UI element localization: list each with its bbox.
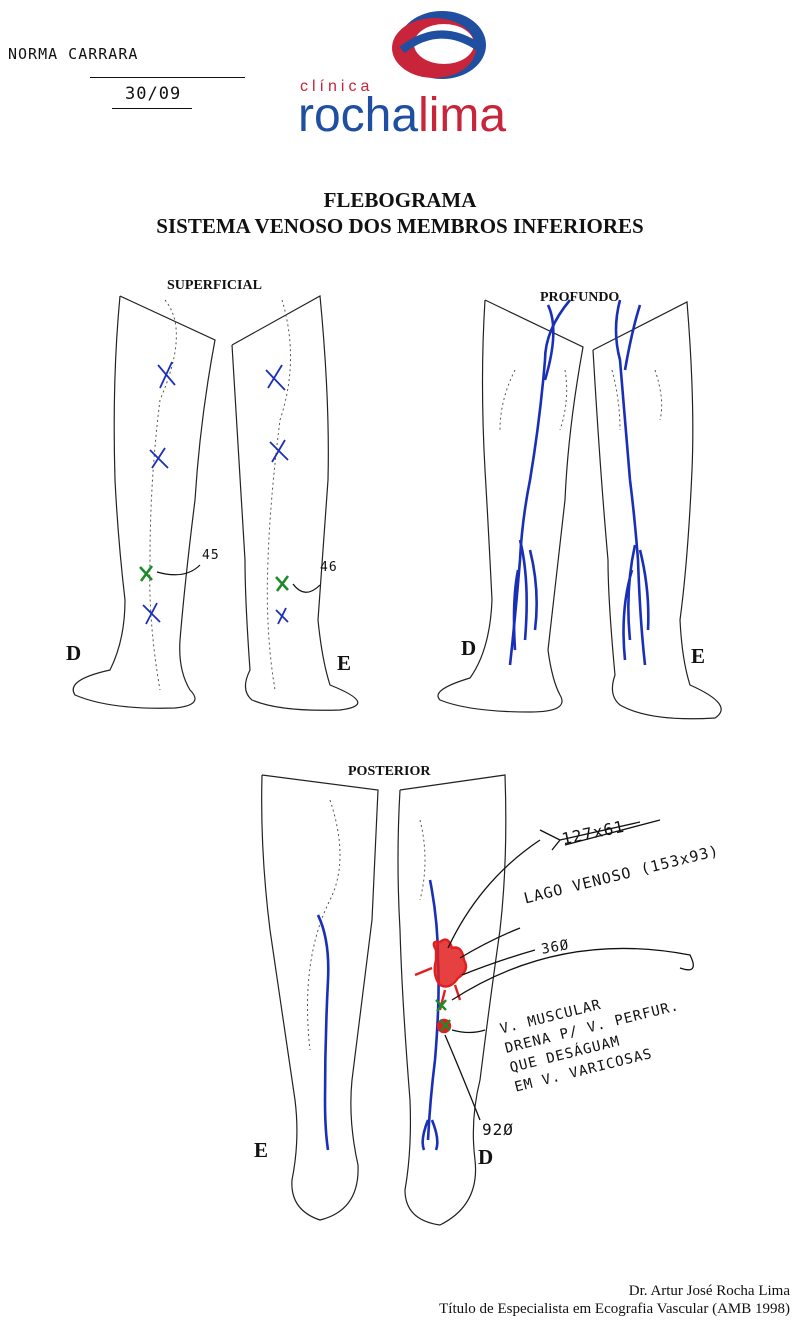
logo-word-rocha: rocha [298, 89, 419, 142]
logo-wordmark: rochalima [298, 92, 506, 140]
logo-word-lima: lima [418, 89, 507, 142]
superficial-side-right: E [337, 651, 352, 675]
patient-date: 30/09 [125, 84, 182, 104]
posterior-leg-right [397, 774, 507, 1226]
doctor-name: Dr. Artur José Rocha Lima [628, 1283, 790, 1299]
patient-name: NORMA CARRARA [8, 45, 139, 63]
profundo-leg-right [437, 299, 584, 713]
posterior-side-right: D [478, 1145, 494, 1169]
profundo-leg-left [592, 301, 722, 720]
mark-46: 46 [320, 560, 338, 575]
superficial-leg-left [231, 295, 359, 711]
profundo-side-left: D [461, 636, 477, 660]
superficial-leg-right [72, 295, 216, 709]
label-posterior: POSTERIOR [348, 764, 431, 779]
footer-signature: Dr. Artur José Rocha Lima Título de Espe… [439, 1282, 790, 1318]
superficial-green-marks [139, 564, 321, 593]
document-subtitle: SISTEMA VENOSO DOS MEMBROS INFERIORES [156, 214, 644, 238]
doctor-credential: Título de Especialista em Ecografia Vasc… [439, 1301, 790, 1317]
deep-veins [316, 299, 650, 1151]
mark-45: 45 [202, 548, 220, 563]
name-underline [90, 77, 245, 78]
venous-lake-lesion [414, 938, 468, 1034]
date-underline [112, 108, 192, 109]
document-title: FLEBOGRAMA [323, 188, 477, 212]
profundo-side-right: E [691, 644, 706, 668]
label-superficial: SUPERFICIAL [167, 278, 262, 293]
annotation-arrows [444, 819, 694, 1121]
superficial-side-left: D [66, 641, 82, 665]
posterior-side-left: E [254, 1138, 269, 1162]
label-profundo: PROFUNDO [540, 290, 620, 305]
posterior-leg-left [261, 774, 379, 1221]
posterior-green-marks [435, 999, 451, 1032]
superficial-x-marks [142, 361, 289, 625]
logo-prefix: clínica [300, 78, 374, 95]
annotation-92: 92Ø [482, 1120, 514, 1139]
